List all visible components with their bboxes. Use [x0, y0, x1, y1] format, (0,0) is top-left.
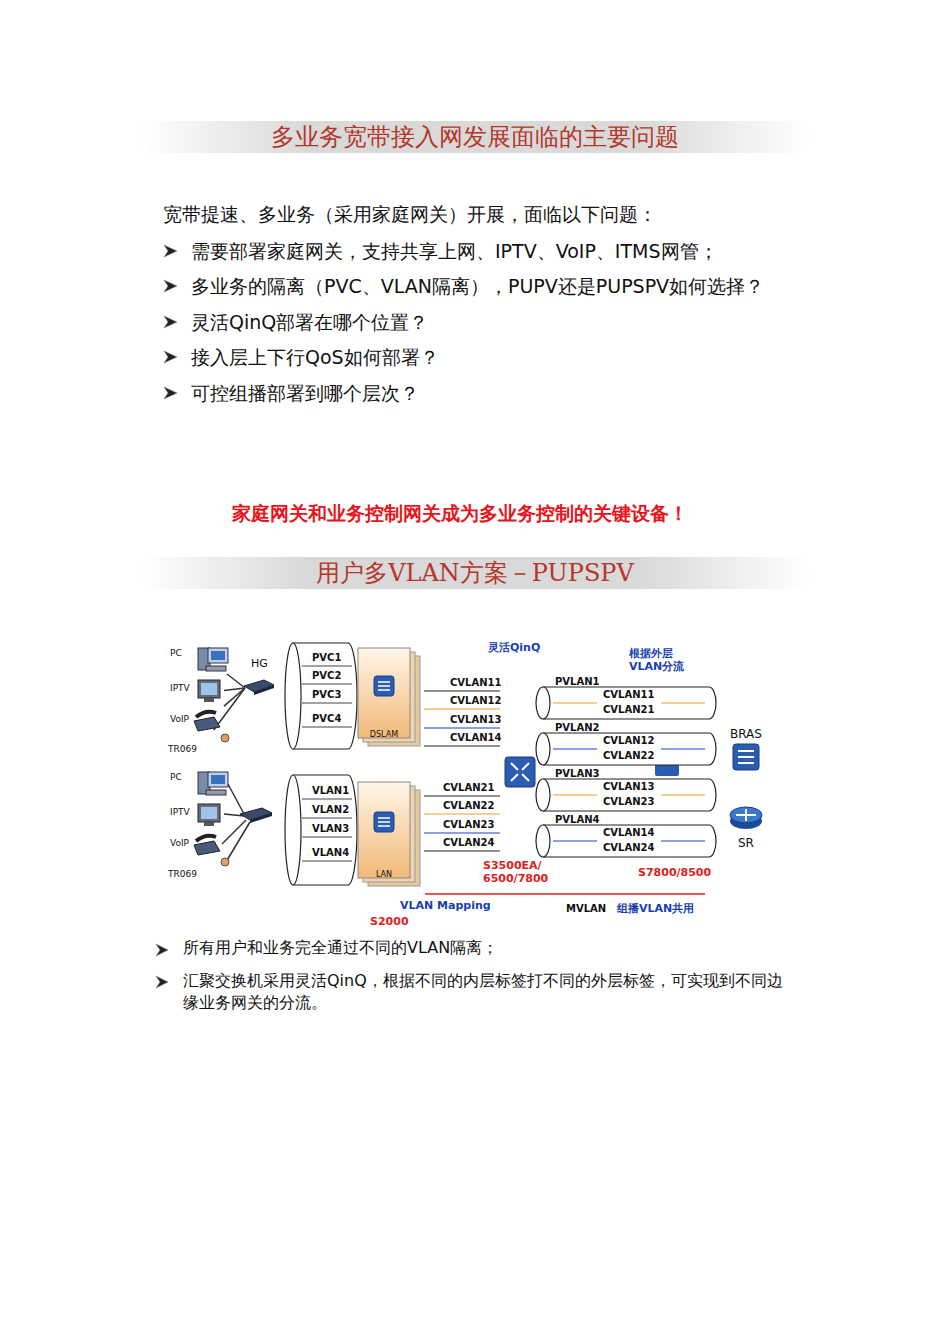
node-text: HG — [251, 657, 268, 670]
device-node: TR069 — [166, 854, 232, 880]
node-text: VoIP — [170, 838, 189, 849]
label-text: S7800/8500 — [638, 866, 711, 879]
node-text: PVLAN3 — [555, 768, 600, 780]
node-text: CVLAN21 — [603, 704, 654, 716]
node-text: PVLAN1 — [555, 676, 600, 688]
core-switch-icon — [655, 764, 679, 776]
node-text: CVLAN13 — [603, 781, 654, 793]
label-text: 组播VLAN共用 — [617, 902, 694, 915]
device-node: PC — [168, 646, 230, 674]
label-text: 灵活QinQ — [488, 641, 540, 654]
vlan-tube: PVLAN2CVLAN12CVLAN22 — [535, 722, 717, 766]
vlan-tube: PVLAN3CVLAN13CVLAN23 — [535, 768, 717, 812]
label-text: 家庭网关和业务控制网关成为多业务控制的关键设备！ — [150, 502, 770, 525]
node-text: PVC3 — [312, 689, 341, 701]
label-text: CVLAN24 — [443, 837, 494, 849]
node-text: CVLAN11 — [603, 689, 654, 701]
label-text: 用户多VLAN方案－PUPSPV — [145, 559, 805, 588]
label-text: 宽带提速、多业务（采用家庭网关）开展，面临以下问题： — [163, 203, 657, 226]
label-text: S3500EA/ 6500/7800 — [483, 859, 551, 885]
device-node: VoIP — [168, 706, 224, 732]
label-text: CVLAN21 — [443, 782, 494, 794]
label-text: MVLAN — [566, 903, 606, 915]
node-text: PVLAN2 — [555, 722, 600, 734]
node-text: IPTV — [170, 807, 190, 818]
node-text: VoIP — [170, 714, 189, 725]
label-text: 接入层上下行QoS如何部署？ — [191, 346, 439, 369]
gateway-node: HG — [242, 656, 276, 698]
node-text: CVLAN22 — [603, 750, 654, 762]
access-box: DSLAM — [358, 648, 424, 748]
multicast-line — [425, 893, 705, 895]
router-node: SR — [724, 803, 768, 851]
label-text: VLAN Mapping — [400, 899, 491, 912]
node-text: PC — [170, 772, 182, 783]
label-text: CVLAN22 — [443, 800, 494, 812]
node-text: PVC1 — [312, 652, 341, 664]
lower-gateway — [222, 784, 272, 862]
node-text: LAN — [358, 870, 410, 880]
node-text: SR — [738, 836, 754, 850]
node-text: CVLAN14 — [603, 827, 654, 839]
node-text: BRAS — [730, 727, 762, 741]
device-node: IPTV — [168, 802, 224, 828]
bras-node: BRAS — [728, 727, 764, 775]
label-text: CVLAN12 — [450, 695, 501, 707]
label-text: 所有用户和业务完全通过不同的VLAN隔离； — [183, 938, 498, 957]
node-text: PC — [170, 648, 182, 659]
label-text: 汇聚交换机采用灵活QinQ，根据不同的内层标签打不同的外层标签，可实现到不同边缘… — [183, 970, 795, 1014]
node-text: VLAN3 — [312, 823, 349, 835]
node-text: TR069 — [168, 744, 197, 755]
device-node: PC — [168, 770, 230, 798]
label-text: S2000 — [370, 915, 409, 928]
label-text: 可控组播部署到哪个层次？ — [191, 382, 419, 405]
node-text: CVLAN12 — [603, 735, 654, 747]
label-text: CVLAN14 — [450, 732, 501, 744]
label-text: CVLAN11 — [450, 677, 501, 689]
connector-line — [227, 674, 245, 688]
vlan-tube: PVLAN1CVLAN11CVLAN21 — [535, 676, 717, 720]
access-box: LAN — [358, 782, 424, 888]
node-text: TR069 — [168, 869, 197, 880]
channel-tube: VLAN1VLAN2VLAN3VLAN4 — [284, 774, 358, 886]
device-node: TR069 — [166, 730, 232, 756]
node-text: VLAN1 — [312, 785, 349, 797]
channel-tube: PVC1PVC2PVC3PVC4 — [284, 642, 358, 750]
label-text: 多业务的隔离（PVC、VLAN隔离），PUPV还是PUPSPV如何选择？ — [191, 275, 764, 298]
node-text: DSLAM — [358, 730, 410, 740]
label-text: CVLAN23 — [443, 819, 494, 831]
node-text: PVC2 — [312, 670, 341, 682]
title-banner — [140, 557, 810, 589]
connector — [227, 674, 245, 688]
node-text: IPTV — [170, 683, 190, 694]
device-node: IPTV — [168, 678, 224, 704]
label-text: 需要部署家庭网关，支持共享上网、IPTV、VoIP、ITMS网管； — [191, 240, 718, 263]
device-node: VoIP — [168, 830, 224, 856]
node-text: VLAN4 — [312, 847, 349, 859]
title-banner — [140, 121, 810, 153]
node-text: CVLAN24 — [603, 842, 654, 854]
label-text: 根据外层 VLAN分流 — [629, 647, 693, 673]
node-text: CVLAN23 — [603, 796, 654, 808]
label-text: CVLAN13 — [450, 714, 501, 726]
node-text: PVC4 — [312, 713, 341, 725]
vlan-tube: PVLAN4CVLAN14CVLAN24 — [535, 814, 717, 858]
node-text: VLAN2 — [312, 804, 349, 816]
connector-line — [224, 688, 245, 706]
label-text: 灵活QinQ部署在哪个位置？ — [191, 311, 428, 334]
node-text: PVLAN4 — [555, 814, 600, 826]
connector — [224, 688, 245, 706]
aggregation-switch-icon — [505, 757, 535, 787]
page-title: 多业务宽带接入网发展面临的主要问题 — [145, 123, 805, 152]
